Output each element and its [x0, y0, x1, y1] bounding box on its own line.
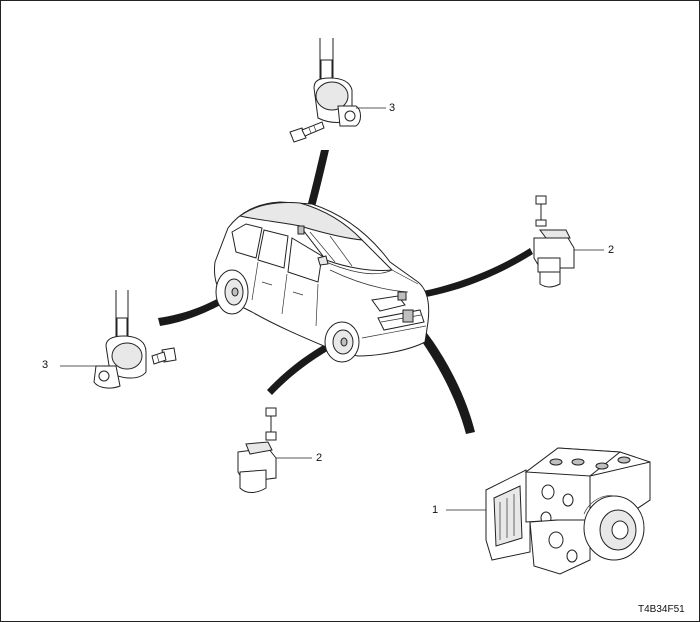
vehicle-side-window-rear: [257, 229, 289, 269]
band-left-sensor-to-car: [158, 294, 230, 326]
callout-rear-sensor-left: 3: [42, 359, 49, 371]
bolt-top: [289, 121, 325, 143]
rear-wheel-speed-sensor-left: [60, 290, 177, 389]
bolt-left: [151, 347, 177, 365]
vehicle-hood: [325, 261, 419, 285]
callout-front-sensor-bottom: 2: [316, 452, 323, 464]
vehicle-illustration: [214, 201, 430, 363]
band-bottom-sensor-to-car: [267, 339, 338, 395]
callout-hydraulic-modulator: 1: [432, 504, 439, 516]
figure-code: T4B34F51: [638, 604, 685, 615]
vehicle-headlight: [371, 295, 406, 312]
band-right-sensor-to-car: [418, 248, 533, 298]
abs-hydraulic-modulator: [446, 447, 651, 575]
callout-rear-sensor-top: 3: [389, 102, 396, 114]
front-wheel-speed-sensor-right: [533, 195, 604, 288]
callout-front-sensor-right: 2: [608, 244, 615, 256]
vehicle-side-window-front: [287, 237, 323, 283]
vehicle-rear-window: [231, 223, 263, 259]
front-wheel-speed-sensor-bottom: [237, 407, 312, 493]
band-hydraulic-unit-to-car: [411, 322, 475, 434]
rear-wheel-speed-sensor-top: [289, 38, 386, 143]
